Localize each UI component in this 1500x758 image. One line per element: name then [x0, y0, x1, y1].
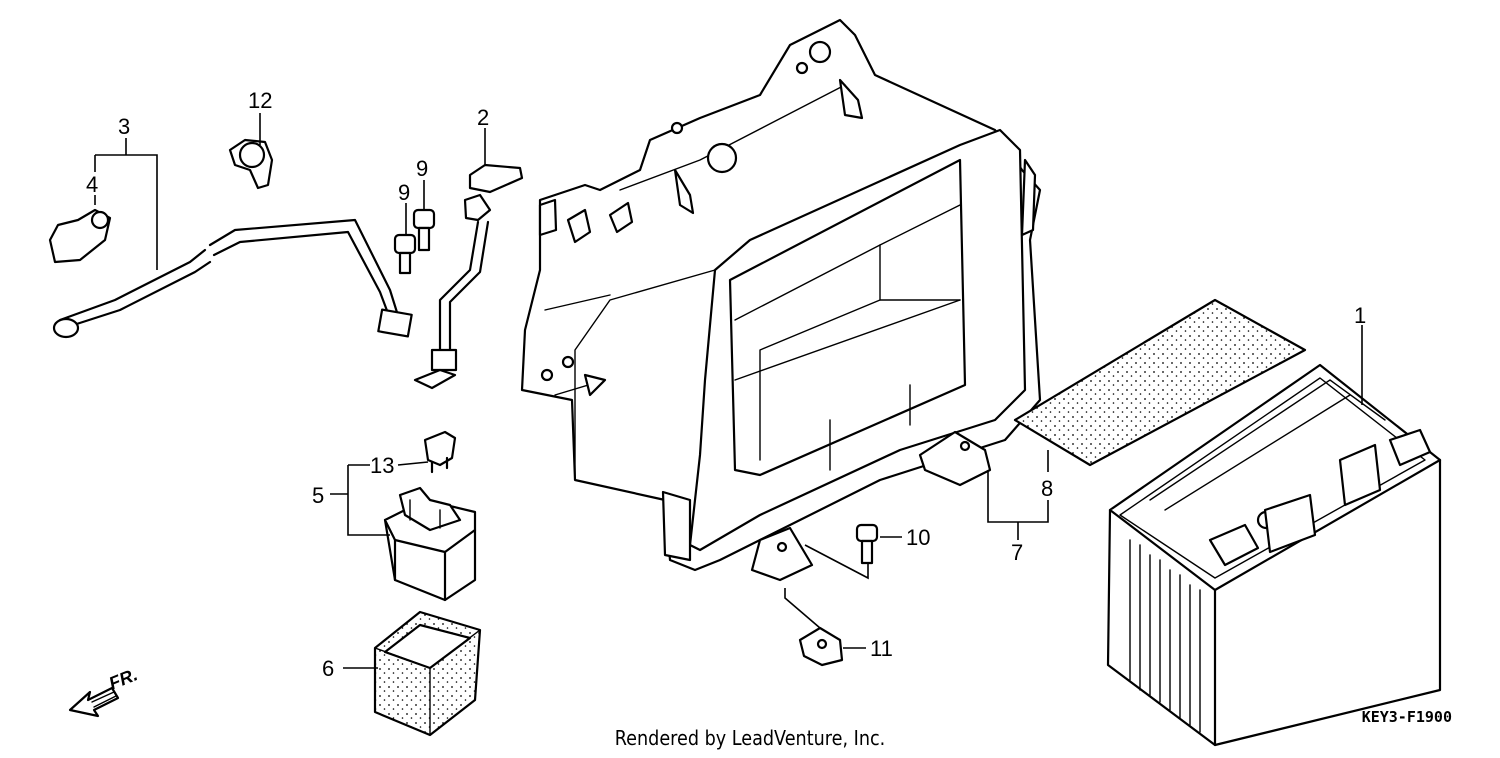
callout-9a: 9: [398, 180, 410, 205]
starter-relay: [383, 486, 477, 602]
footer-credit: Rendered by LeadVenture, Inc.: [614, 726, 886, 750]
callout-11: 11: [870, 636, 893, 661]
diagram-code: KEY3-F1900: [1361, 708, 1452, 726]
relay-cover: [373, 610, 482, 737]
fuse: [423, 430, 457, 474]
direction-label: FR.: [106, 664, 140, 693]
callout-7: 7: [1011, 540, 1023, 565]
clip-nut: [798, 626, 844, 667]
callout-12: 12: [248, 88, 272, 113]
callout-4: 4: [86, 172, 98, 197]
callout-2: 2: [477, 105, 489, 130]
battery-pad: [1013, 298, 1307, 467]
battery: [1106, 363, 1442, 747]
callout-6: 6: [322, 656, 334, 681]
callout-9b: 9: [416, 156, 428, 181]
bolt-10: [855, 523, 879, 565]
battery-cable: [48, 208, 413, 339]
callout-5: 5: [312, 483, 324, 508]
cable-clip: [228, 138, 274, 190]
callout-13: 13: [370, 453, 394, 478]
callout-10: 10: [906, 525, 930, 550]
callout-3: 3: [118, 114, 130, 139]
callout-labels: 1 2 3 4 5 6 7 8 9 9 10 11 12 13: [86, 88, 1366, 681]
bolts: [393, 208, 436, 275]
ground-cable: [413, 163, 524, 390]
callout-8: 8: [1041, 476, 1053, 501]
callout-1: 1: [1354, 303, 1366, 328]
front-direction-arrow: FR.: [68, 664, 140, 718]
leader-lines: [94, 113, 1363, 669]
battery-case: [520, 18, 1042, 582]
